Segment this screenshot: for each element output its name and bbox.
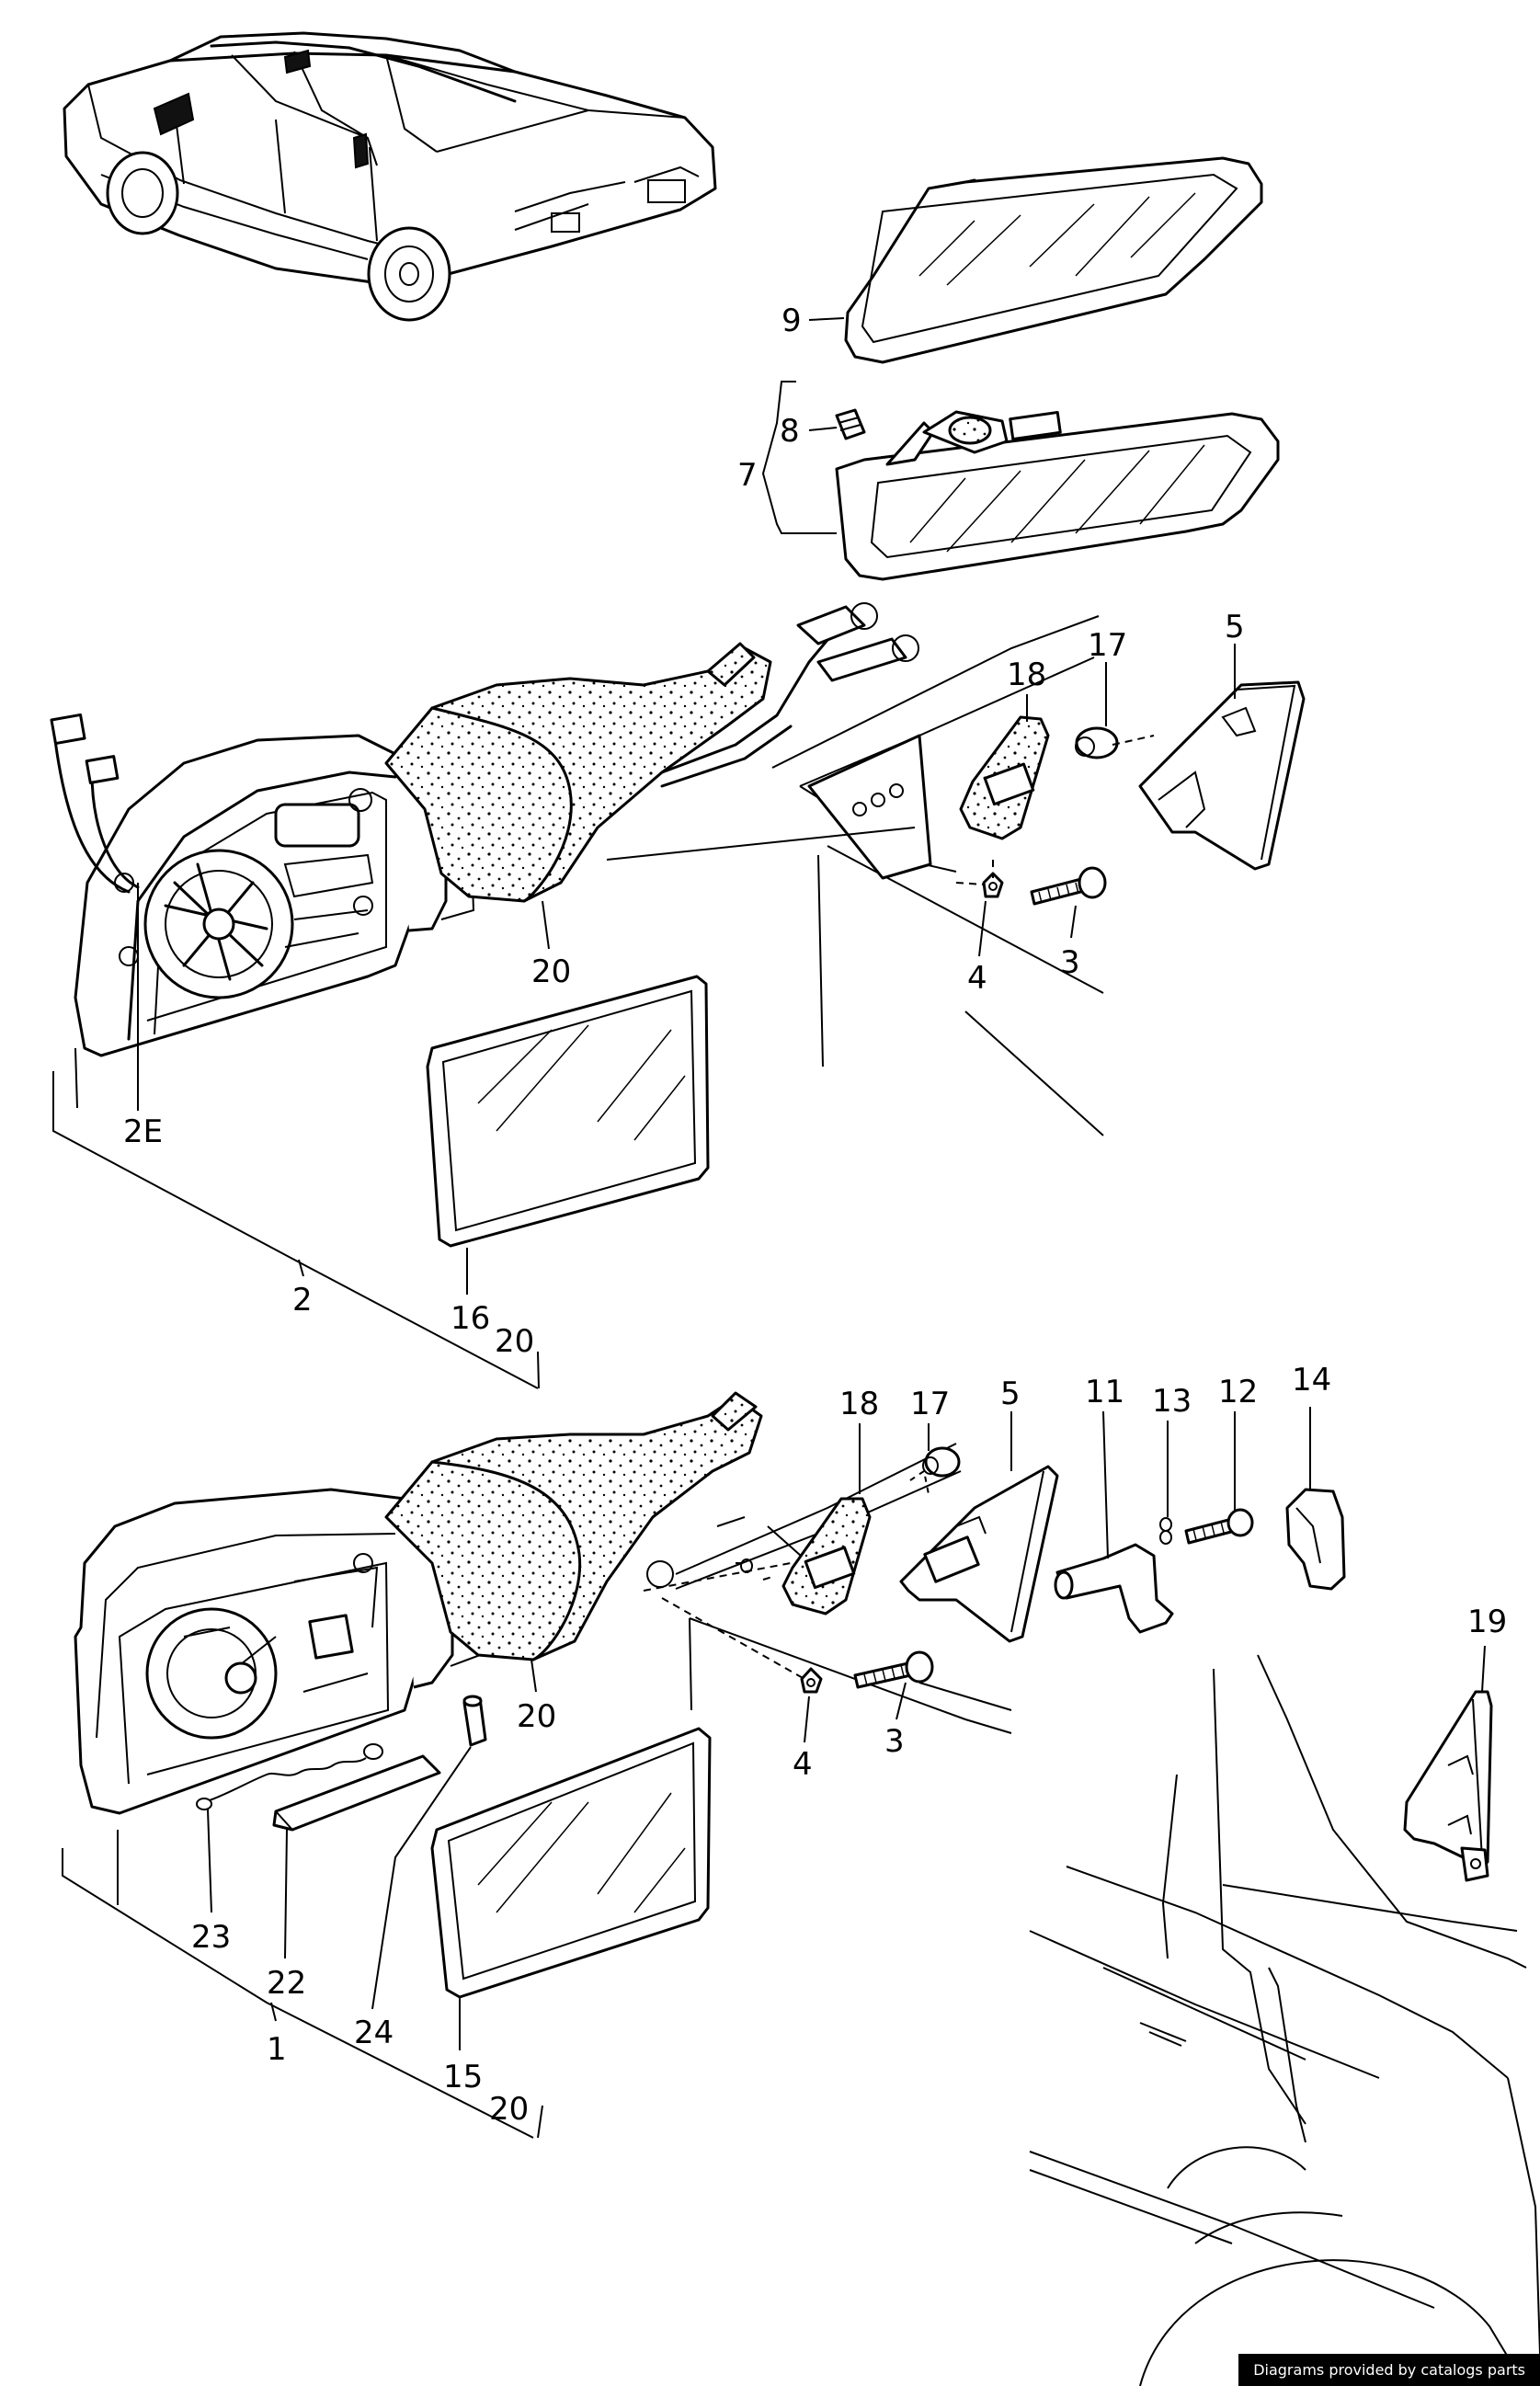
label-22: 22 xyxy=(267,1965,306,2002)
label-5-upper: 5 xyxy=(1225,609,1245,645)
label-3-lower: 3 xyxy=(884,1723,905,1760)
label-2E: 2E xyxy=(123,1113,163,1150)
label-16: 16 xyxy=(451,1300,490,1337)
label-11: 11 xyxy=(1085,1374,1124,1410)
diagram-credit-banner: Diagrams provided by catalogs parts xyxy=(1238,2354,1540,2386)
adjuster-knob-part-11 xyxy=(1054,1543,1174,1634)
grommet-part-17-lower xyxy=(922,1446,961,1478)
leader-lines xyxy=(52,317,1486,2139)
label-23: 23 xyxy=(191,1919,231,1956)
label-19: 19 xyxy=(1467,1604,1507,1640)
washer-part-13 xyxy=(1159,1517,1172,1545)
trim-cover-part-18-upper xyxy=(959,715,1050,840)
interior-mirror-part-7 xyxy=(835,410,1280,581)
car-overview-illustration xyxy=(63,31,717,322)
spring-part-23 xyxy=(196,1743,383,1810)
mirror-cover-part-20-upper xyxy=(384,602,919,903)
label-20-upper-glass: 20 xyxy=(495,1323,534,1360)
screw-part-3-lower xyxy=(853,1650,934,1689)
label-14: 14 xyxy=(1292,1362,1331,1398)
trim-part-5-upper xyxy=(1138,680,1306,871)
alignment-lines-lower xyxy=(643,1469,930,1680)
mirror-glass-part-15 xyxy=(430,1727,712,1999)
label-5-lower: 5 xyxy=(1000,1376,1021,1412)
label-18-upper: 18 xyxy=(1007,656,1046,693)
pin-part-24 xyxy=(462,1695,487,1747)
exterior-mirror-assembly-2 xyxy=(50,713,710,1248)
trim-part-19 xyxy=(1403,1690,1493,1882)
label-20-lower-glass: 20 xyxy=(489,2091,529,2128)
plate-part-22 xyxy=(272,1754,441,1832)
exterior-mirror-assembly-1 xyxy=(74,1488,482,1815)
screw-part-12 xyxy=(1184,1508,1254,1545)
screw-part-3-upper xyxy=(1030,866,1107,906)
label-9: 9 xyxy=(781,303,802,339)
trim-cover-part-18-lower xyxy=(781,1497,872,1615)
interior-mirror-part-9 xyxy=(844,156,1263,364)
car-body-outline-lower xyxy=(1029,1654,1540,2386)
label-3-upper: 3 xyxy=(1060,944,1080,981)
label-4-upper: 4 xyxy=(967,960,987,997)
label-7: 7 xyxy=(737,457,758,494)
part-number-labels: 9 8 7 18 17 5 4 3 20 2E 2 16 20 18 17 5 … xyxy=(123,303,1507,2128)
label-20-upper: 20 xyxy=(531,953,571,990)
alignment-lines-upper xyxy=(955,735,1155,885)
grommet-part-17-upper xyxy=(1075,726,1119,759)
lamp-part-8 xyxy=(835,408,866,440)
label-17-lower: 17 xyxy=(910,1386,950,1422)
label-13: 13 xyxy=(1152,1383,1192,1420)
label-18-lower: 18 xyxy=(839,1386,879,1422)
trim-part-5-lower xyxy=(899,1465,1059,1643)
mirror-cover-part-20-lower xyxy=(384,1391,763,1661)
label-17-upper: 17 xyxy=(1088,627,1127,664)
label-24: 24 xyxy=(354,2015,394,2051)
label-12: 12 xyxy=(1218,1374,1258,1410)
cap-part-14 xyxy=(1285,1488,1346,1591)
nut-part-4-upper xyxy=(982,872,1004,898)
label-20-lower: 20 xyxy=(517,1698,556,1735)
label-8: 8 xyxy=(780,413,800,450)
nut-part-4-lower xyxy=(800,1667,823,1694)
door-outline-upper xyxy=(606,615,1104,1136)
label-2: 2 xyxy=(292,1282,313,1319)
label-15: 15 xyxy=(443,2059,483,2095)
label-1: 1 xyxy=(267,2031,287,2068)
label-4-lower: 4 xyxy=(793,1746,813,1783)
